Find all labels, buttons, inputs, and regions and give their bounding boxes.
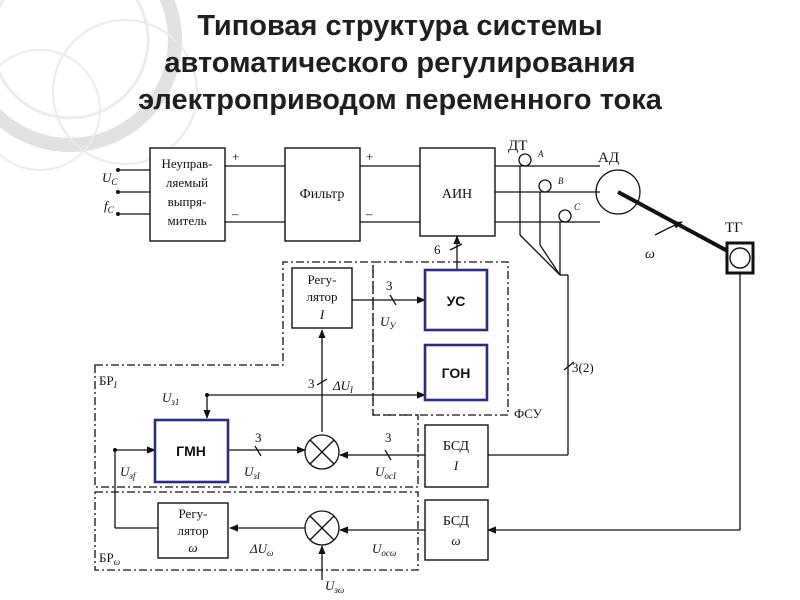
- phase-b-label: B: [558, 176, 564, 186]
- rectifier-label-2: ляемый: [166, 175, 208, 190]
- speed-regulator-block: [157, 502, 229, 559]
- uz1-label: Uз1: [162, 390, 179, 407]
- speed-regulator-label-1: Регу-: [179, 506, 208, 521]
- bus-count-3-uosi: 3: [385, 430, 392, 445]
- current-regulator-block: [291, 267, 353, 329]
- plus-2: +: [366, 149, 373, 164]
- gmn-block: [153, 418, 230, 484]
- bus-count-3-du: 3: [308, 376, 315, 391]
- phase-a-label: A: [537, 149, 544, 159]
- rectifier-label-3: выпря-: [168, 194, 207, 209]
- bus-count-3-uzi: 3: [255, 430, 262, 445]
- sensor-dt-label: ДТ: [508, 138, 527, 154]
- uzf-label: Uзf: [120, 464, 137, 481]
- du-w-label: ΔUω: [249, 541, 273, 558]
- title-line-2: автоматического регулирования: [164, 47, 636, 79]
- speed-sensor-label-2: ω: [451, 533, 460, 548]
- pulse-generator-label: ГОН: [442, 365, 471, 381]
- rectifier-label-4: митель: [167, 213, 206, 228]
- current-regulator-label-3: I: [319, 307, 325, 322]
- current-sensor-block: [424, 424, 489, 488]
- title-line-1: Типовая структура системы: [197, 10, 603, 42]
- br-w-boundary: [94, 491, 419, 571]
- gmn-label: ГМН: [176, 443, 206, 459]
- title-line-3: электроприводом переменного тока: [138, 84, 662, 116]
- rectifier-block: [149, 147, 226, 242]
- plus-1: +: [232, 149, 239, 164]
- amplifier-block: [423, 268, 489, 332]
- minus-2: –: [365, 206, 373, 221]
- fsu-label: ФСУ: [514, 406, 543, 421]
- filter-label: Фильтр: [300, 187, 345, 202]
- br-i-boundary: [94, 261, 419, 488]
- uc-label: UC: [102, 170, 118, 187]
- omega-label: ω: [645, 247, 655, 262]
- page-title: Типовая структура системы автоматическог…: [0, 8, 800, 119]
- inverter-block: [419, 147, 496, 237]
- minus-1: –: [231, 206, 239, 221]
- rectifier-label-1: Неуправ-: [161, 156, 212, 171]
- uy-label: UУ: [380, 314, 396, 331]
- speed-sensor-label-1: БСД: [443, 514, 470, 529]
- filter-block: [284, 147, 361, 242]
- tacho-rotor: [729, 247, 751, 269]
- current-sensor-label-2: I: [453, 458, 459, 473]
- current-sensor-label-1: БСД: [443, 439, 470, 454]
- speed-regulator-label-2: лятор: [178, 523, 209, 538]
- fsu-boundary: [372, 261, 509, 416]
- du-i-label: ΔUI: [332, 378, 354, 395]
- bus-count-3-us: 3: [386, 278, 393, 293]
- uzi-label: UзI: [244, 464, 261, 481]
- motor-label: АД: [598, 150, 619, 166]
- tacho-label: ТГ: [725, 220, 743, 236]
- speed-sensor-block: [424, 499, 489, 561]
- pulse-generator-block: [423, 343, 489, 402]
- phase-c-label: C: [574, 202, 581, 212]
- uzw-label: Uзω: [325, 578, 344, 595]
- inverter-label: АИН: [442, 187, 472, 202]
- br-w-label: БРω: [99, 550, 120, 567]
- bus-count-6: 6: [434, 242, 441, 257]
- br-i-label: БРI: [99, 373, 118, 390]
- fc-label: fC: [104, 198, 115, 215]
- current-regulator-label-2: лятор: [307, 289, 338, 304]
- uosw-label: Uосω: [372, 541, 396, 558]
- uosi-label: UосI: [375, 464, 397, 481]
- speed-regulator-label-3: ω: [188, 540, 197, 555]
- current-regulator-label-1: Регу-: [308, 272, 337, 287]
- amplifier-label: УС: [447, 293, 466, 309]
- bus-count-3-2: 3(2): [572, 360, 594, 375]
